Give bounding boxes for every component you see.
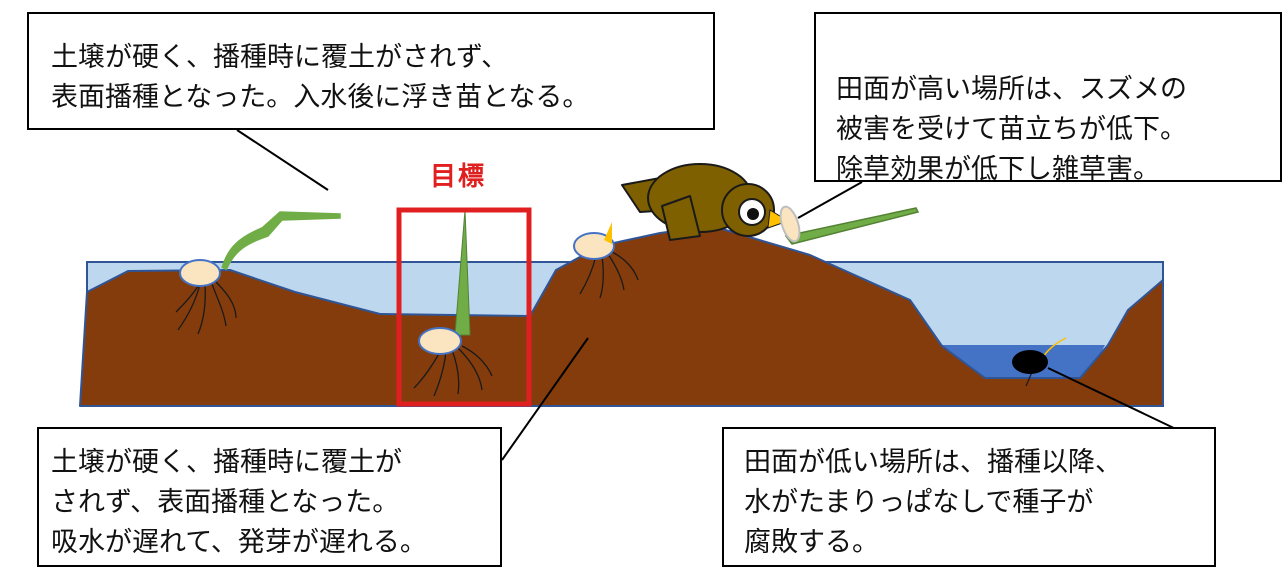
high-ground-seed: [573, 222, 639, 299]
pecked-seed-icon: [779, 205, 801, 243]
weed-blade-icon: [784, 207, 920, 245]
target-label: 目標: [430, 162, 487, 192]
callout-floating-seedling: 土壌が硬く、播種時に覆土がされず、 表面播種となった。入水後に浮き苗となる。: [27, 12, 715, 130]
roots: [175, 281, 237, 335]
callout-line: 腐敗する。: [744, 527, 879, 558]
sparrow-wing: [661, 195, 701, 241]
callout-line: 除草効果が低下し雑草害。: [836, 154, 1160, 185]
sprout-icon: [221, 211, 341, 271]
callout-seed-rot: 田面が低い場所は、播種以降、 水がたまりっぱなしで種子が 腐敗する。: [722, 427, 1216, 567]
leader-line-top-right: [797, 181, 863, 219]
callout-line: 表面播種となった。入水後に浮き苗となる。: [51, 82, 590, 113]
leader-line-bottom-left: [501, 337, 589, 461]
floating-seedling: [175, 211, 341, 335]
roots: [413, 345, 493, 397]
leader-line-top-left: [236, 129, 329, 191]
seed-icon: [418, 327, 462, 355]
callout-line: 田面が高い場所は、スズメの: [836, 74, 1187, 105]
rotten-seed-icon: [1012, 350, 1048, 374]
small-shoot-icon: [604, 222, 612, 244]
target-seedling: [413, 209, 493, 397]
seed-icon: [179, 259, 221, 287]
soil-profile: [79, 225, 1164, 407]
callout-sparrow-damage: 田面が高い場所は、スズメの 被害を受けて苗立ちが低下。 除草効果が低下し雑草害。: [814, 12, 1282, 185]
sparrow-beak: [767, 209, 790, 229]
callout-line: 田面が低い場所は、播種以降、: [744, 447, 1122, 478]
seed-icon: [573, 232, 615, 260]
callout-line: 被害を受けて苗立ちが低下。: [836, 114, 1187, 145]
callout-line: されず、表面播種となった。: [51, 487, 400, 518]
sparrow-icon: [621, 163, 790, 241]
callout-line: 水がたまりっぱなしで種子が: [744, 487, 1094, 518]
rotten-seed: [1012, 337, 1067, 387]
sprout-icon: [454, 209, 471, 336]
leader-line-bottom-right: [1047, 367, 1179, 431]
callout-line: 吸水が遅れて、発芽が遅れる。: [51, 527, 427, 558]
callout-line: 土壌が硬く、播種時に覆土がされず、: [51, 42, 509, 73]
callout-line: 土壌が硬く、播種時に覆土が: [51, 447, 402, 478]
roots: [579, 251, 639, 299]
sparrow-pupil: [747, 208, 759, 220]
target-frame: [396, 207, 532, 407]
callout-delayed-germination: 土壌が硬く、播種時に覆土が されず、表面播種となった。 吸水が遅れて、発芽が遅れ…: [37, 427, 502, 567]
